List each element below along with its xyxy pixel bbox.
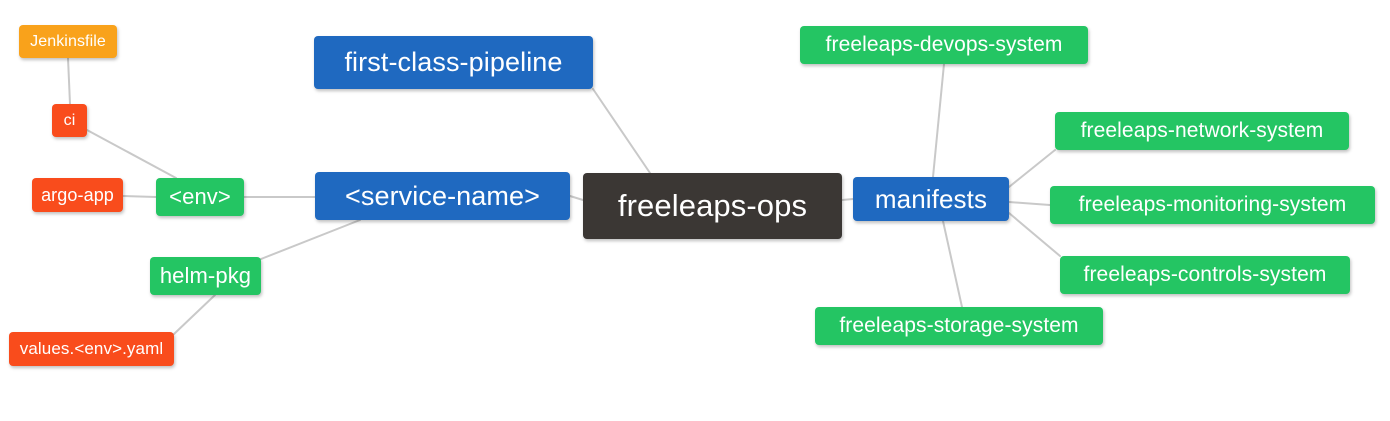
edge-manifests-to-storage: [942, 220, 963, 308]
node-monitoring[interactable]: freeleaps-monitoring-system: [1050, 186, 1375, 224]
node-argo[interactable]: argo-app: [32, 178, 123, 212]
node-devops[interactable]: freeleaps-devops-system: [800, 26, 1088, 64]
node-service[interactable]: <service-name>: [315, 172, 570, 220]
node-values[interactable]: values.<env>.yaml: [9, 332, 174, 366]
edge-pipeline-to-root: [592, 88, 651, 174]
node-helm[interactable]: helm-pkg: [150, 257, 261, 295]
edge-values-to-helm: [173, 294, 216, 335]
node-manifests[interactable]: manifests: [853, 177, 1009, 221]
edge-service-to-root: [569, 195, 584, 201]
node-root[interactable]: freeleaps-ops: [583, 173, 842, 239]
edge-manifests-to-monitoring: [1008, 201, 1051, 206]
node-env[interactable]: <env>: [156, 178, 244, 216]
edge-ci-to-env: [86, 129, 177, 179]
node-pipeline[interactable]: first-class-pipeline: [314, 36, 593, 89]
edge-argo-to-env: [122, 195, 157, 198]
edge-manifests-to-devops: [932, 63, 945, 178]
edge-jenkinsfile-to-ci: [67, 57, 71, 105]
edge-root-to-manifests: [841, 198, 854, 201]
node-ci[interactable]: ci: [52, 104, 87, 137]
node-jenkinsfile[interactable]: Jenkinsfile: [19, 25, 117, 58]
node-storage[interactable]: freeleaps-storage-system: [815, 307, 1103, 345]
edge-helm-to-service: [260, 219, 361, 260]
node-controls[interactable]: freeleaps-controls-system: [1060, 256, 1350, 294]
node-network[interactable]: freeleaps-network-system: [1055, 112, 1349, 150]
edge-manifests-to-network: [1008, 149, 1056, 188]
